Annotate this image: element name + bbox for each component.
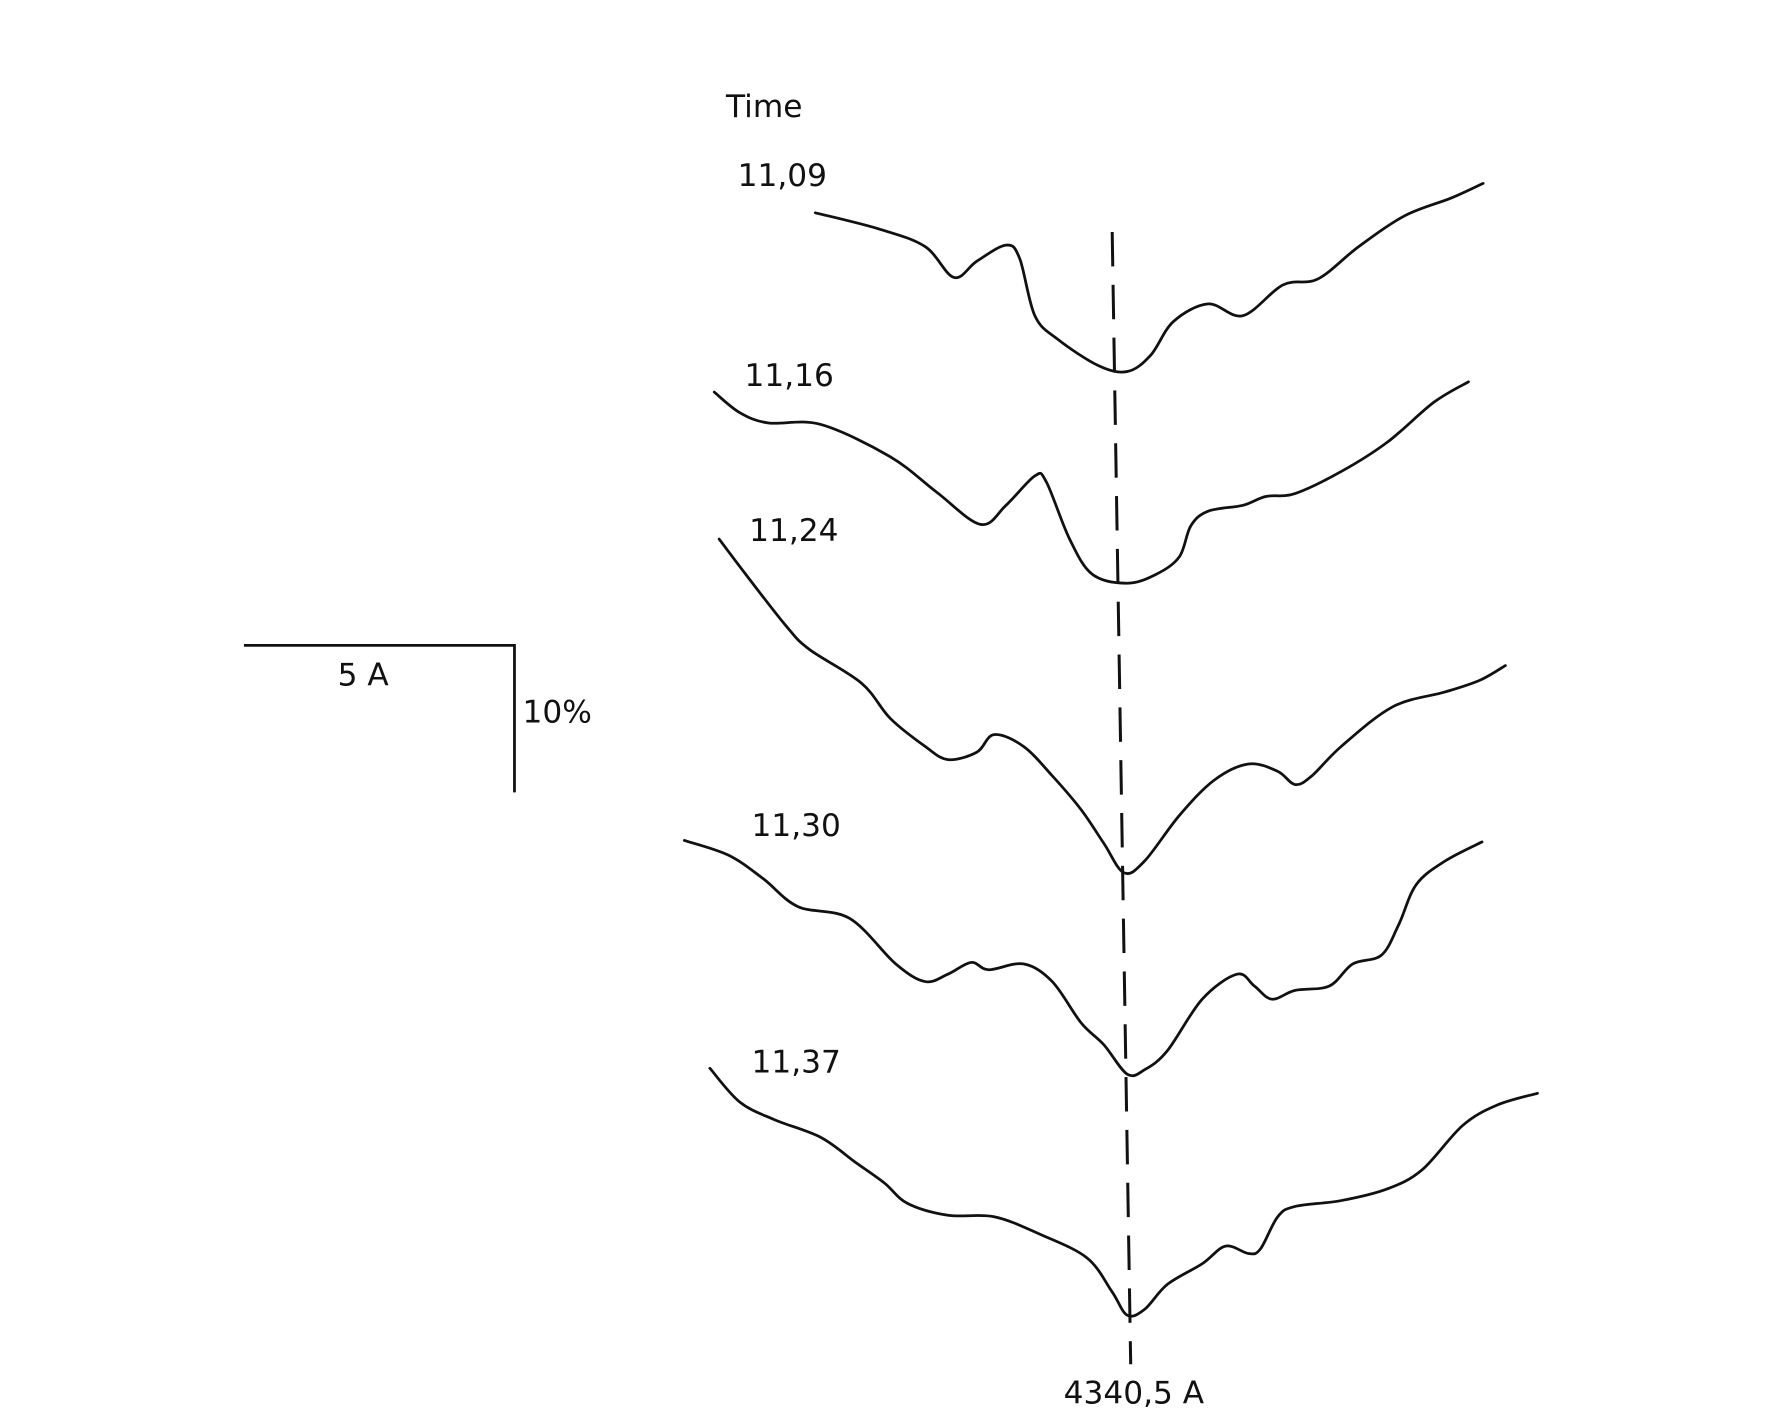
series-line-11-16 [712, 380, 1470, 585]
scale-bar-vertical-label: 10% [523, 694, 592, 730]
reference-line [1110, 231, 1133, 1365]
series-label: 11,09 [738, 158, 827, 194]
series-layer: 11,09 11,16 11,24 11,30 11,37 [682, 158, 1539, 1318]
scale-bar: 5 A 10% [243, 644, 592, 793]
scale-bar-lines [243, 644, 516, 793]
series-label: 11,24 [749, 513, 838, 549]
chart-title: Time [725, 89, 802, 125]
scale-bar-horizontal-label: 5 A [338, 658, 390, 694]
reference-line-label: 4340,5 A [1064, 1375, 1205, 1411]
series-line-11-37 [708, 1066, 1539, 1318]
series-line-11-30 [682, 839, 1484, 1078]
series-line-11-09 [813, 181, 1485, 374]
series-line-11-24 [717, 537, 1507, 875]
series-label: 11,16 [745, 358, 834, 394]
series-label: 11,37 [751, 1045, 840, 1081]
series-label: 11,30 [751, 808, 840, 844]
